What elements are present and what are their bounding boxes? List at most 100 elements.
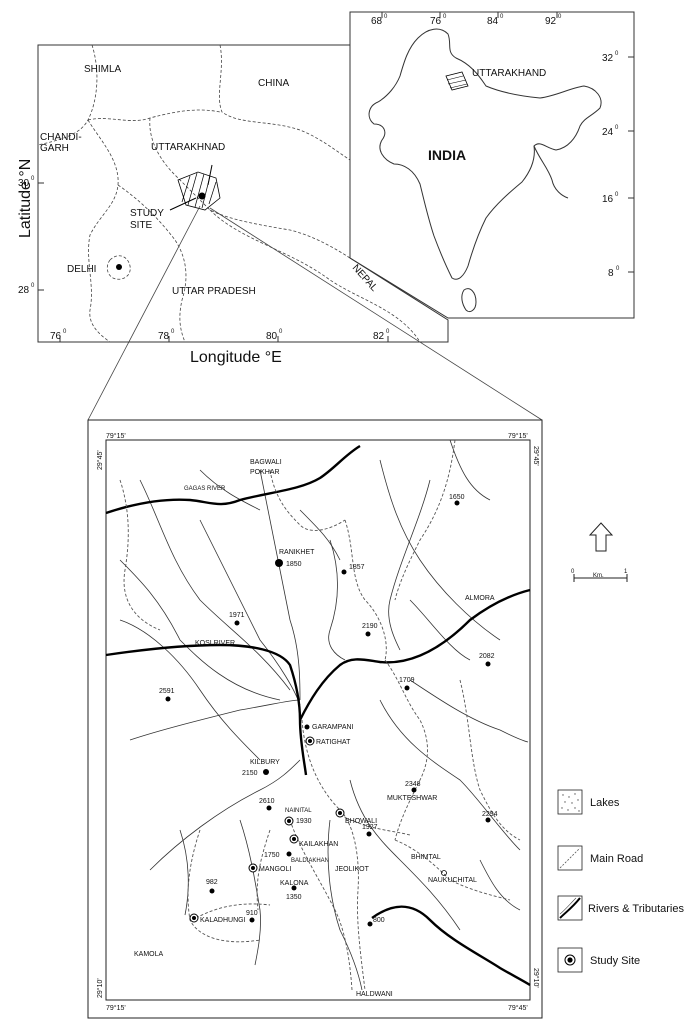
svg-text:68: 68 <box>371 16 383 27</box>
svg-text:0: 0 <box>500 14 504 20</box>
uttarakhand-inset-label: UTTARAKHAND <box>472 68 546 79</box>
svg-text:1750: 1750 <box>264 852 280 859</box>
place-markers <box>165 500 491 927</box>
svg-text:28: 28 <box>18 285 30 296</box>
kalona-label: KALONA <box>280 880 309 887</box>
svg-text:16: 16 <box>602 194 614 205</box>
ratighat-study-site <box>305 736 315 746</box>
kaladhungi-study-site <box>189 913 199 923</box>
svg-text:1350: 1350 <box>286 894 302 901</box>
e2610-marker <box>266 805 272 811</box>
kosi-river <box>105 643 308 776</box>
india-inset-ticks <box>381 12 634 273</box>
ranikhet-label: RANIKHET <box>279 549 315 556</box>
svg-text:76: 76 <box>430 16 442 27</box>
uttarakhand-label: UTTARAKHNAD <box>151 142 225 153</box>
legend-item-rivers: Rivers & Tributaries <box>557 895 684 921</box>
gagas-river <box>105 444 361 515</box>
regional-map-frame <box>37 44 449 343</box>
jeolikot-label: JEOLIKOT <box>335 866 370 873</box>
svg-text:0: 0 <box>63 329 67 335</box>
shimla-boundary <box>37 44 98 146</box>
svg-text:0: 0 <box>31 176 35 182</box>
study-area-hatch <box>177 171 221 211</box>
inset-lon-84: 84 0 <box>487 14 504 27</box>
study-area-hatch-lines <box>181 172 217 209</box>
svg-text:0: 0 <box>615 125 619 131</box>
inset-lat-16: 16 0 <box>602 192 619 205</box>
coord-top-right: 79°15' <box>508 432 528 440</box>
coord-left-top: 29°45' <box>96 450 104 470</box>
india-outline <box>368 28 602 280</box>
kilbury-label: KILBURY <box>250 759 280 766</box>
kamola-label: KAMOLA <box>134 951 164 958</box>
naukuchital-label: NAUKUCHITAL <box>428 877 477 884</box>
almora-label: ALMORA <box>465 595 495 602</box>
svg-text:0: 0 <box>279 329 283 335</box>
coord-bottom-left: 79°15' <box>106 1004 126 1012</box>
study-site-arrow <box>169 197 197 211</box>
coord-right-top: 29°45' <box>532 446 540 466</box>
svg-text:0: 0 <box>443 14 447 20</box>
regional-map: SHIMLA CHINA CHANDI-GARH UTTARAKHNAD STU… <box>17 44 449 366</box>
svg-text:2348: 2348 <box>405 781 421 788</box>
garampani-marker <box>304 724 310 730</box>
legend-label: Lakes <box>590 797 620 809</box>
detail-map-outer-frame <box>87 419 543 1019</box>
baldiakhan-label: BALDIAKHAN <box>291 858 329 864</box>
lon-tick-78: 78 0 <box>158 329 175 342</box>
scale-unit: Km. <box>593 573 604 579</box>
x-axis-label: Longitude °E <box>190 349 282 366</box>
svg-text:0: 0 <box>386 329 390 335</box>
svg-text:2591: 2591 <box>159 688 175 695</box>
mangoli-label: MANGOLI <box>259 866 291 873</box>
uttarakhand-inset-hatch-lines <box>446 75 468 89</box>
mangoli-study-site <box>248 863 258 873</box>
up-east-boundary <box>209 209 421 343</box>
zoom-connector-lines <box>87 205 543 421</box>
haldwani-river <box>371 905 531 987</box>
naukuchital-lake <box>441 870 447 876</box>
svg-text:0: 0 <box>171 329 175 335</box>
detail-map-inner-frame <box>105 439 531 1001</box>
coord-right-bottom: 29°10' <box>532 968 540 988</box>
mukteshwar-label: MUKTESHWAR <box>387 795 437 802</box>
svg-text:982: 982 <box>206 879 218 886</box>
shimla-boundary-east <box>87 109 221 121</box>
svg-text:2610: 2610 <box>259 798 275 805</box>
svg-text:78: 78 <box>158 331 170 342</box>
svg-text:0: 0 <box>615 51 619 57</box>
e1971-marker <box>234 620 240 626</box>
study-site-marker <box>198 192 206 200</box>
svg-text:76: 76 <box>50 331 62 342</box>
india-label: INDIA <box>428 147 466 163</box>
sri-lanka-outline <box>461 288 477 313</box>
svg-text:1850: 1850 <box>286 561 302 568</box>
legend-item-study-site: Study Site <box>557 947 640 973</box>
svg-text:1857: 1857 <box>349 564 365 571</box>
svg-text:1971: 1971 <box>229 612 245 619</box>
india-inset-frame <box>349 11 635 319</box>
svg-text:1927: 1927 <box>362 824 378 831</box>
ratighat-label: RATIGHAT <box>316 739 351 746</box>
legend-item-main-road: Main Road <box>557 845 643 871</box>
svg-text:24: 24 <box>602 127 614 138</box>
y-axis-label: Latitude °N <box>17 159 34 238</box>
china-label: CHINA <box>258 78 289 89</box>
e800-marker <box>367 921 373 927</box>
inset-lat-24: 24 0 <box>602 125 619 138</box>
e2190-marker <box>365 631 371 637</box>
svg-text:2190: 2190 <box>362 623 378 630</box>
tributaries <box>119 439 529 991</box>
kaladhungi-label: KALADHUNGI <box>200 917 246 924</box>
svg-text:32: 32 <box>602 53 614 64</box>
bhowali-study-site <box>335 808 345 818</box>
legend-label: Main Road <box>590 853 643 865</box>
kilbury-marker <box>263 769 269 775</box>
e1750-marker <box>286 851 292 857</box>
legend-item-lakes: Lakes <box>557 789 620 815</box>
svg-text:0: 0 <box>31 283 35 289</box>
coord-left-bottom: 29°10' <box>96 978 104 998</box>
